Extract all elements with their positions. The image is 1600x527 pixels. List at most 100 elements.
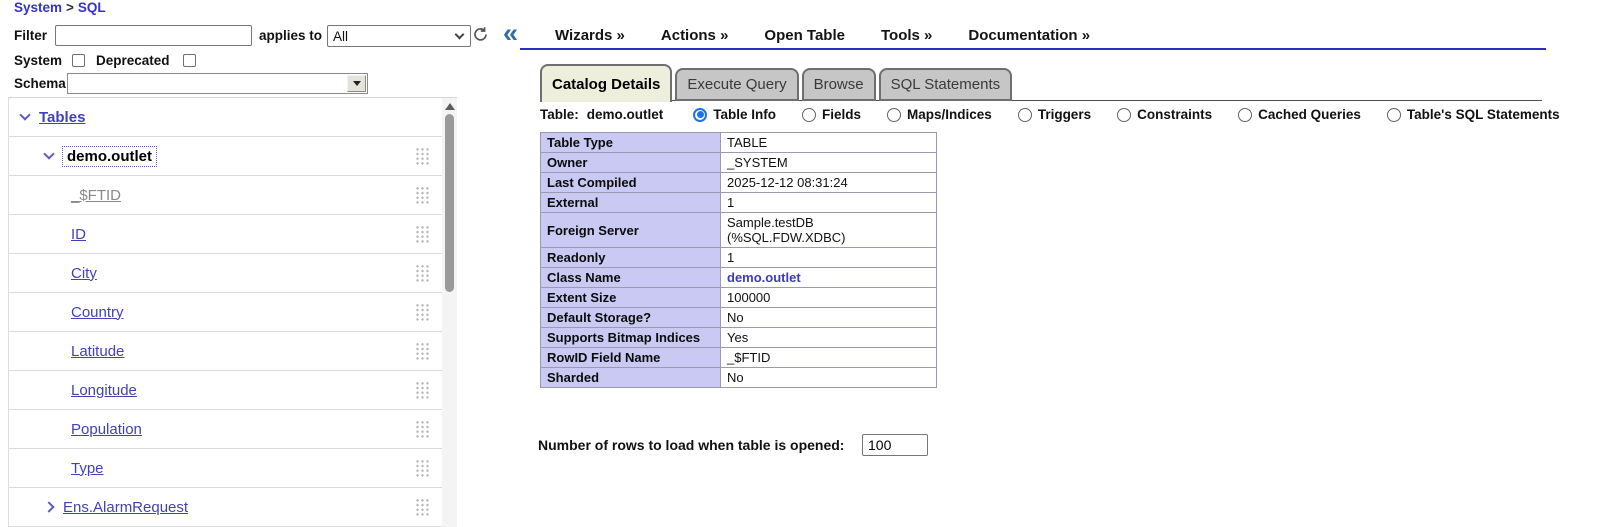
tree-node-field[interactable]: Country bbox=[9, 293, 443, 332]
filter-input[interactable] bbox=[55, 25, 252, 46]
deprecated-checkbox-label: Deprecated bbox=[96, 53, 170, 68]
radio-triggers[interactable]: Triggers bbox=[1017, 107, 1092, 122]
tabstrip-baseline bbox=[540, 100, 1542, 101]
system-checkbox-label: System bbox=[14, 53, 63, 68]
applies-to-label: applies to bbox=[259, 28, 323, 43]
tree-field-link[interactable]: ID bbox=[71, 225, 86, 243]
drag-handle-icon[interactable] bbox=[415, 186, 429, 204]
drag-handle-icon[interactable] bbox=[415, 225, 429, 243]
menu-actions[interactable]: Actions » bbox=[660, 27, 729, 44]
drag-handle-icon[interactable] bbox=[415, 342, 429, 360]
radio-icon bbox=[887, 107, 902, 122]
breadcrumb-separator: > bbox=[66, 0, 74, 15]
drag-handle-icon[interactable] bbox=[415, 303, 429, 321]
radio-triggers-label: Triggers bbox=[1037, 107, 1092, 122]
table-row: Last Compiled 2025-12-12 08:31:24 bbox=[540, 172, 937, 193]
drag-handle-icon[interactable] bbox=[415, 459, 429, 477]
schema-dropdown-button[interactable] bbox=[347, 75, 366, 92]
table-name: demo.outlet bbox=[586, 107, 664, 122]
detail-label: Readonly bbox=[540, 247, 721, 268]
tree-node-table-demo-outlet[interactable]: demo.outlet bbox=[9, 137, 443, 176]
filter-label: Filter bbox=[14, 28, 48, 43]
tree-field-link[interactable]: _$FTID bbox=[71, 186, 122, 204]
radio-fields-label: Fields bbox=[822, 107, 862, 122]
detail-label: Foreign Server bbox=[540, 212, 721, 248]
radio-tables-sql-statements[interactable]: Table's SQL Statements bbox=[1386, 107, 1560, 122]
drag-handle-icon[interactable] bbox=[415, 264, 429, 282]
tree-field-link[interactable]: City bbox=[71, 264, 97, 282]
detail-value: No bbox=[720, 367, 937, 388]
drag-handle-icon[interactable] bbox=[415, 381, 429, 399]
table-tree-panel: Tables demo.outlet _$FTID ID City Countr… bbox=[8, 97, 457, 527]
tree-node-tables[interactable]: Tables bbox=[9, 98, 443, 137]
tree-field-link[interactable]: Latitude bbox=[71, 342, 125, 360]
applies-to-selected-value: All bbox=[333, 28, 349, 44]
detail-value: _$FTID bbox=[720, 347, 937, 368]
menu-documentation[interactable]: Documentation » bbox=[968, 27, 1091, 44]
tree-node-field[interactable]: _$FTID bbox=[9, 176, 443, 215]
drag-handle-icon[interactable] bbox=[415, 420, 429, 438]
radio-table-info[interactable]: Table Info bbox=[693, 107, 776, 122]
menu-open-table[interactable]: Open Table bbox=[764, 27, 845, 44]
radio-constraints[interactable]: Constraints bbox=[1117, 107, 1212, 122]
tab-catalog-details[interactable]: Catalog Details bbox=[540, 64, 673, 102]
chevron-down-icon bbox=[19, 109, 31, 121]
tree-field-link[interactable]: Country bbox=[71, 303, 124, 321]
tree-node-field[interactable]: City bbox=[9, 254, 443, 293]
tree-node-field[interactable]: ID bbox=[9, 215, 443, 254]
scrollbar-thumb[interactable] bbox=[445, 114, 454, 292]
refresh-icon[interactable] bbox=[472, 26, 489, 43]
chevron-down-icon bbox=[454, 29, 465, 40]
deprecated-checkbox[interactable] bbox=[183, 54, 196, 67]
tab-sql-statements[interactable]: SQL Statements bbox=[878, 68, 1013, 101]
breadcrumb-system-link[interactable]: System bbox=[14, 0, 63, 15]
radio-maps-indices[interactable]: Maps/Indices bbox=[887, 107, 992, 122]
menu-wizards[interactable]: Wizards » bbox=[555, 27, 625, 44]
drag-handle-icon[interactable] bbox=[415, 147, 429, 165]
radio-icon bbox=[1386, 107, 1401, 122]
schema-label: Schema bbox=[14, 76, 66, 91]
tree-node-tables-label[interactable]: Tables bbox=[39, 108, 86, 126]
detail-value: _SYSTEM bbox=[720, 152, 937, 173]
collapse-panel-icon[interactable]: « bbox=[503, 18, 519, 48]
radio-selected-icon bbox=[693, 107, 708, 122]
table-row: Extent Size 100000 bbox=[540, 287, 937, 308]
radio-icon bbox=[802, 107, 817, 122]
detail-label: External bbox=[540, 192, 721, 213]
class-name-link[interactable]: demo.outlet bbox=[727, 270, 801, 285]
tree-field-link[interactable]: Longitude bbox=[71, 381, 137, 399]
system-checkbox[interactable] bbox=[72, 54, 85, 67]
schema-combobox[interactable] bbox=[67, 73, 368, 94]
rows-to-load-input[interactable] bbox=[862, 434, 928, 456]
tree-node-field[interactable]: Population bbox=[9, 410, 443, 449]
tab-execute-query[interactable]: Execute Query bbox=[675, 68, 799, 101]
tree-node-demo-outlet-label[interactable]: demo.outlet bbox=[62, 145, 157, 167]
table-row: Foreign Server Sample.testDB (%SQL.FDW.X… bbox=[540, 212, 937, 248]
tree-field-link[interactable]: Population bbox=[71, 420, 142, 438]
scrollbar-up-arrow-icon[interactable] bbox=[445, 103, 455, 110]
drag-handle-icon[interactable] bbox=[415, 498, 429, 516]
tree-node-field[interactable]: Latitude bbox=[9, 332, 443, 371]
tree-table-link[interactable]: Ens.AlarmRequest bbox=[63, 498, 189, 516]
radio-fields[interactable]: Fields bbox=[802, 107, 861, 122]
tree-node-field[interactable]: Type bbox=[9, 449, 443, 488]
radio-maps-indices-label: Maps/Indices bbox=[907, 107, 992, 122]
radio-cached-queries-label: Cached Queries bbox=[1258, 107, 1361, 122]
chevron-right-icon bbox=[43, 501, 55, 513]
detail-label: Supports Bitmap Indices bbox=[540, 327, 721, 348]
tab-browse[interactable]: Browse bbox=[801, 68, 876, 101]
tree-scrollbar[interactable] bbox=[442, 98, 457, 527]
dropdown-arrow-icon bbox=[352, 81, 361, 86]
radio-cached-queries[interactable]: Cached Queries bbox=[1238, 107, 1361, 122]
tree-field-link[interactable]: Type bbox=[71, 459, 104, 477]
table-row: Default Storage? No bbox=[540, 307, 937, 328]
table-row: RowID Field Name _$FTID bbox=[540, 347, 937, 368]
tree-node-field[interactable]: Longitude bbox=[9, 371, 443, 410]
menu-tools[interactable]: Tools » bbox=[880, 27, 933, 44]
breadcrumb-sql-link[interactable]: SQL bbox=[77, 0, 106, 15]
table-row: Readonly 1 bbox=[540, 247, 937, 268]
radio-icon bbox=[1238, 107, 1253, 122]
applies-to-select[interactable]: All bbox=[327, 25, 471, 47]
radio-icon bbox=[1117, 107, 1132, 122]
detail-label: Extent Size bbox=[540, 287, 721, 308]
